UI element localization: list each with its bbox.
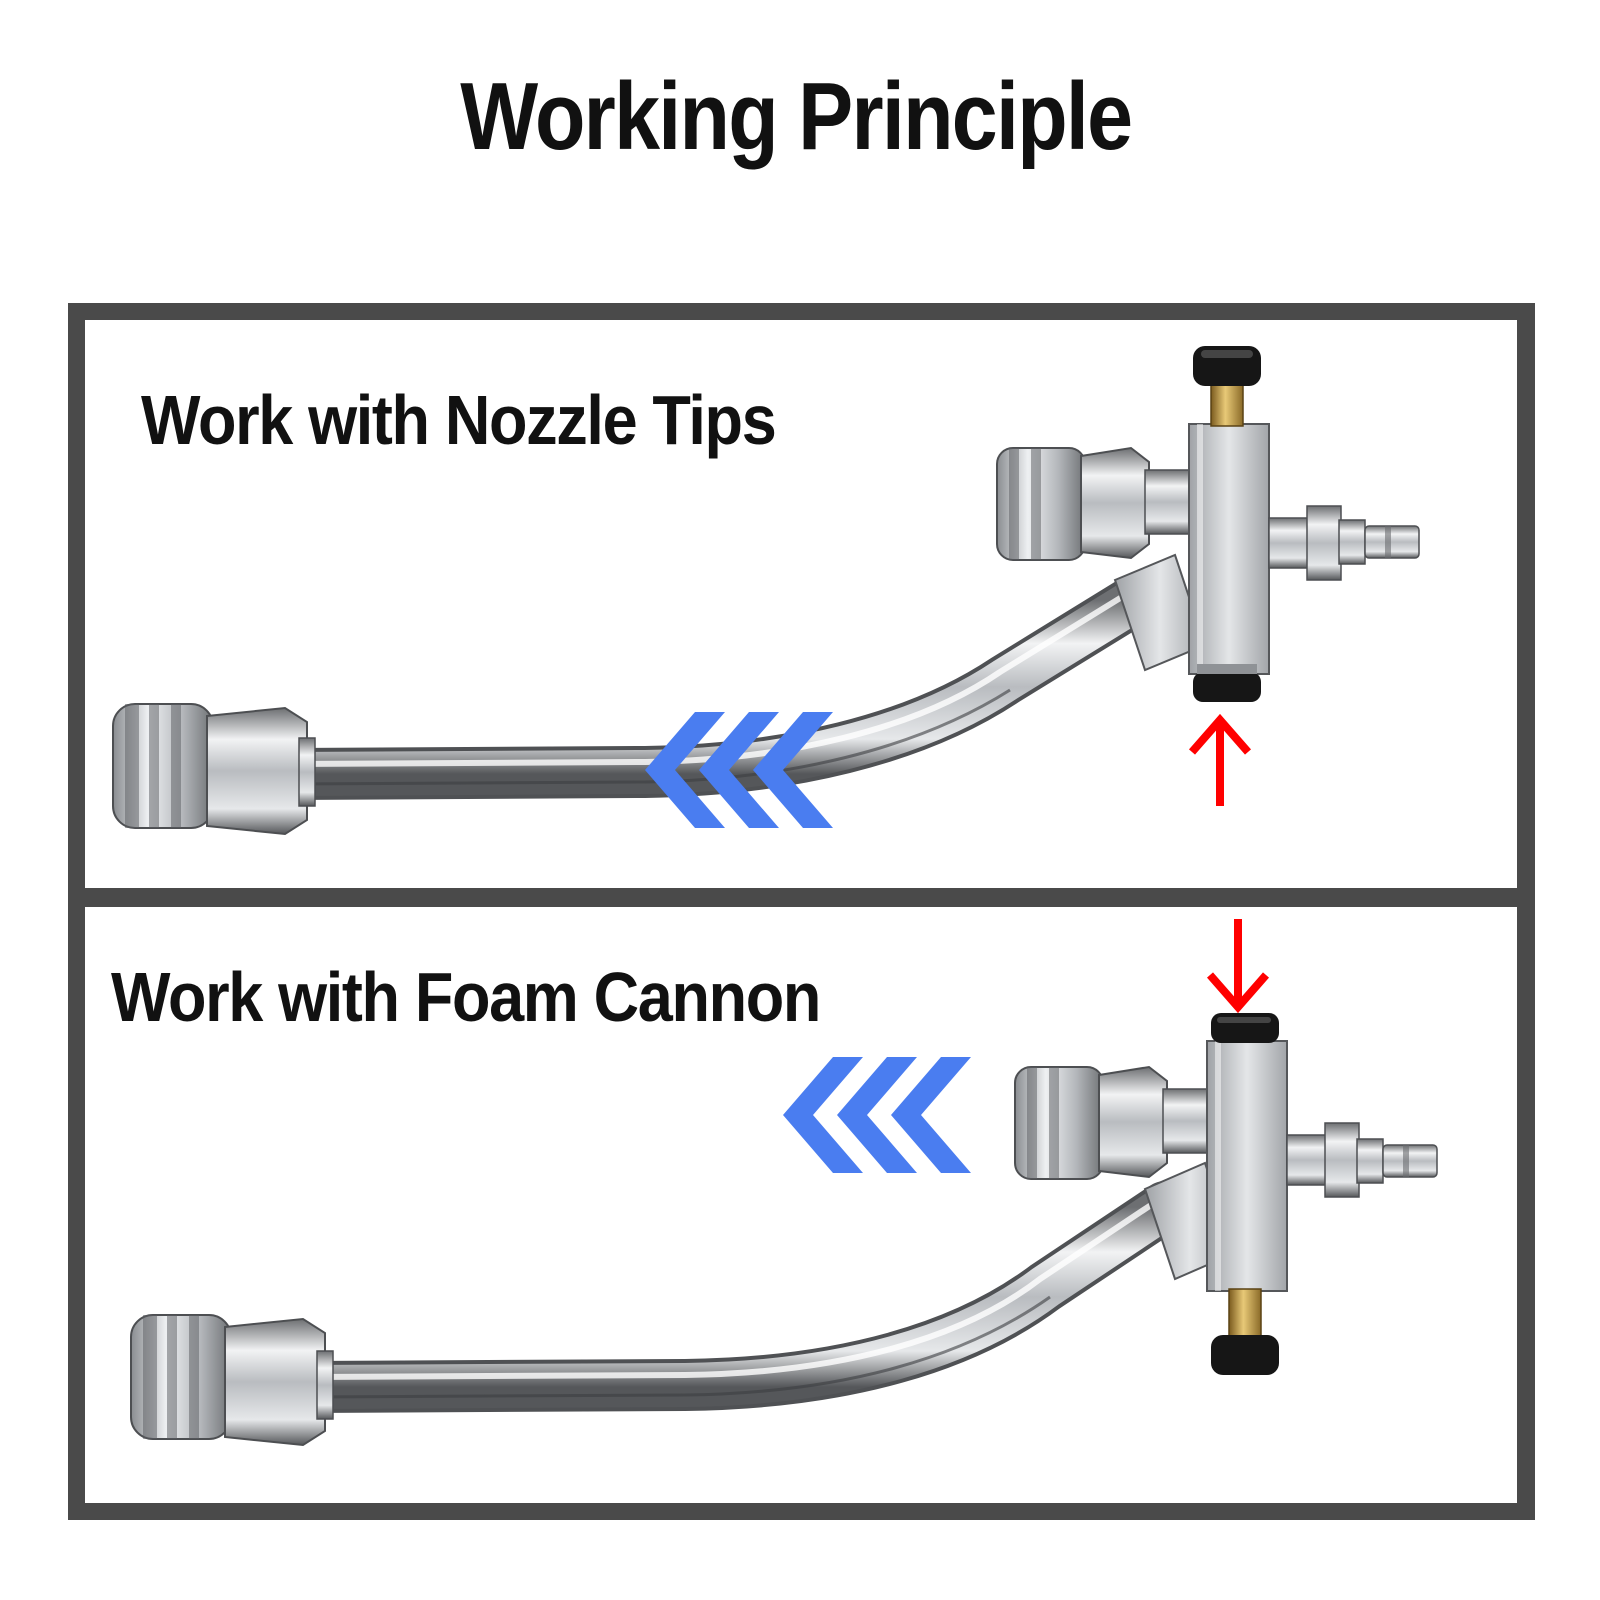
page-title: Working Principle <box>460 63 1133 170</box>
panel-foam-cannon: Work with Foam Cannon <box>85 907 1517 1503</box>
wand-tube-icon <box>281 1181 1191 1413</box>
blue-chevron-arrow-icon <box>783 1057 971 1173</box>
blue-chevron-arrow-icon <box>645 712 833 828</box>
panel-nozzle-tips: Work with Nozzle Tips <box>85 320 1517 888</box>
red-arrow-icon <box>1206 919 1270 1014</box>
t-valve-body-icon <box>996 346 1342 702</box>
quick-connect-plug-icon <box>1338 519 1420 565</box>
foam-cannon-illustration <box>130 919 1438 1447</box>
nozzle-tips-illustration <box>112 346 1420 836</box>
quick-connect-coupler-icon <box>130 1314 334 1447</box>
quick-connect-plug-icon <box>1356 1138 1438 1184</box>
red-arrow-icon <box>1188 713 1252 806</box>
panel-heading-foam-cannon: Work with Foam Cannon <box>111 958 821 1036</box>
diagram-frame: Work with Nozzle Tips <box>68 303 1535 1520</box>
quick-connect-coupler-icon <box>112 703 316 836</box>
t-valve-body-icon <box>1014 1013 1360 1375</box>
panel-heading-nozzle-tips: Work with Nozzle Tips <box>141 381 777 459</box>
